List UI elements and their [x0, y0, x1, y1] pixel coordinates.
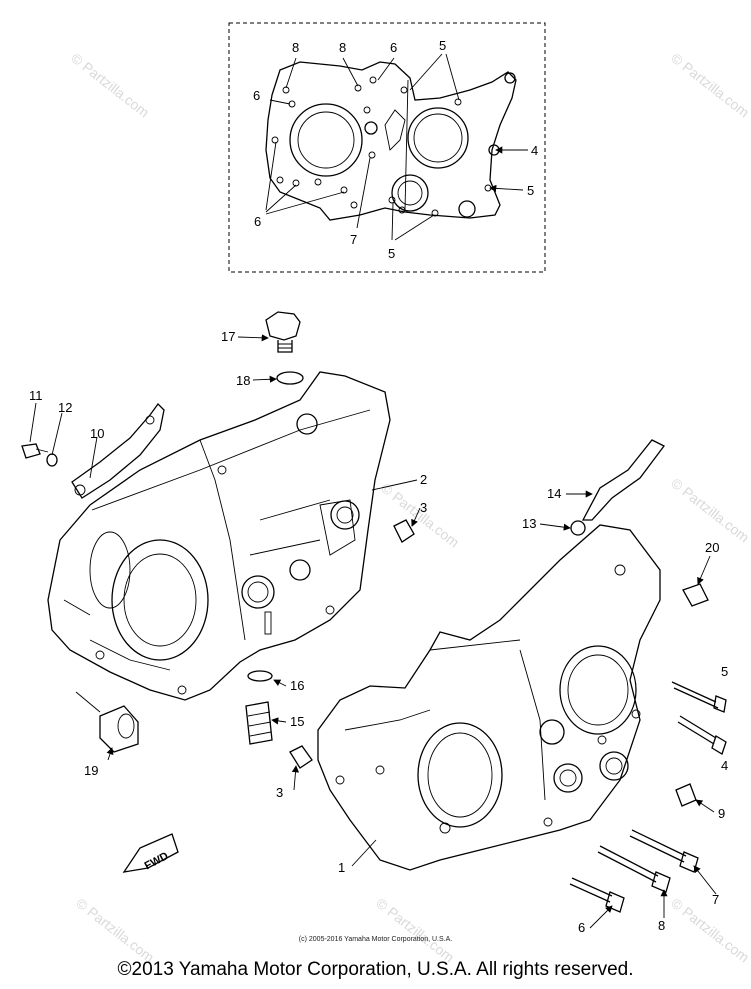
inset-callout-5b: 5: [527, 183, 534, 198]
watermark-7: © Partzilla.com: [668, 895, 751, 966]
inset-crankcase-view: 8 8 6 5 4 5 6 6 7 5: [228, 22, 546, 273]
inset-callout-7: 7: [350, 232, 357, 247]
small-parts: [289, 439, 709, 807]
callout-2: 2: [420, 472, 427, 487]
inset-callout-6c: 6: [254, 214, 261, 229]
callout-15: 15: [290, 714, 304, 729]
leader-lines: [29, 334, 717, 929]
inset-callout-6a: 6: [390, 40, 397, 55]
inset-callout-8b: 8: [339, 40, 346, 55]
watermark-1: © Partzilla.com: [68, 50, 152, 121]
callout-3b: 3: [276, 785, 283, 800]
part-10-11-12: [21, 403, 165, 499]
inset-callout-4: 4: [531, 143, 538, 158]
callout-17: 17: [221, 329, 235, 344]
inset-callout-6b: 6: [253, 88, 260, 103]
long-bolts: [569, 681, 727, 913]
callout-9: 9: [718, 806, 725, 821]
inset-callout-8a: 8: [292, 40, 299, 55]
callout-10: 10: [90, 426, 104, 441]
callout-18: 18: [236, 373, 250, 388]
fwd-arrow-icon: FWD: [122, 833, 179, 873]
left-crankcase: [47, 371, 391, 701]
callout-16: 16: [290, 678, 304, 693]
callout-7: 7: [712, 892, 719, 907]
right-crankcase: [317, 524, 661, 871]
callout-13: 13: [522, 516, 536, 531]
callout-20: 20: [705, 540, 719, 555]
callout-4: 4: [721, 758, 728, 773]
watermark-4: © Partzilla.com: [668, 475, 751, 546]
callout-5: 5: [721, 664, 728, 679]
small-copyright: (c) 2005-2016 Yamaha Motor Corporation, …: [298, 936, 453, 943]
copyright-notice: ©2013 Yamaha Motor Corporation, U.S.A. A…: [117, 959, 634, 980]
callout-numbers: 17 18 11 12 10 2 3 14 13 20 5 4 16 15 19…: [29, 329, 728, 935]
watermark-2: © Partzilla.com: [668, 50, 751, 121]
callout-6: 6: [578, 920, 585, 935]
callout-1: 1: [338, 860, 345, 875]
watermark-5: © Partzilla.com: [73, 895, 157, 966]
callout-12: 12: [58, 400, 72, 415]
watermark-3: © Partzilla.com: [378, 480, 462, 551]
callout-19: 19: [84, 763, 98, 778]
watermark-6: © Partzilla.com: [373, 895, 457, 966]
callout-8: 8: [658, 918, 665, 933]
part-15-16-19: [99, 670, 273, 753]
inset-callout-5c: 5: [388, 246, 395, 261]
part-17-18: [265, 311, 304, 385]
fwd-label: FWD: [143, 850, 171, 872]
callout-14: 14: [547, 486, 561, 501]
watermarks: © Partzilla.com © Partzilla.com © Partzi…: [68, 50, 751, 966]
callout-11: 11: [29, 388, 43, 403]
callout-3a: 3: [420, 500, 427, 515]
inset-callout-5a: 5: [439, 38, 446, 53]
